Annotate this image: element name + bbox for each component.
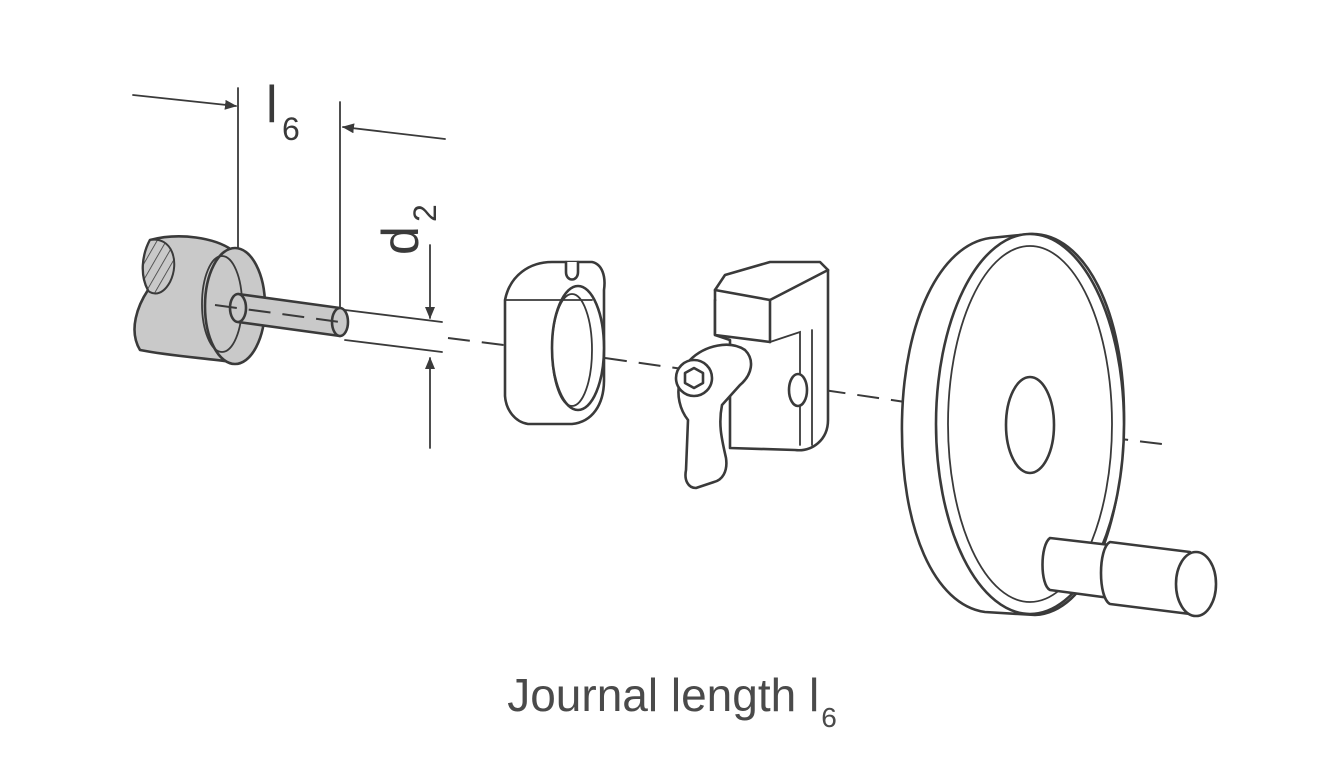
clamp-slot-left	[769, 330, 801, 446]
extension-line-top	[344, 309, 443, 323]
stop-ring-slot	[564, 260, 580, 281]
crank-grip	[1099, 540, 1192, 616]
journal-end	[330, 306, 350, 338]
dimension-journal-diameter: d 2	[344, 204, 443, 449]
handwheel	[900, 232, 1218, 618]
shaft-section-hatch	[142, 238, 176, 295]
crank-grip-end	[1174, 550, 1218, 618]
diameter-subscript: 2	[407, 204, 443, 222]
length-subscript: 6	[282, 111, 300, 147]
shaft	[133, 235, 350, 366]
diameter-symbol: d	[372, 226, 430, 255]
stop-ring	[503, 260, 606, 426]
dimension-journal-length: l 6	[132, 76, 446, 311]
length-symbol: l	[266, 76, 278, 134]
caption: Journal length l6	[0, 668, 1344, 733]
stop-ring-bore-edge	[551, 293, 593, 407]
clamp-lower-front	[713, 298, 772, 344]
clamp-bore	[787, 372, 809, 408]
crank-stem	[1041, 536, 1112, 600]
caption-text: Journal length l	[507, 669, 820, 721]
handwheel-bore	[1004, 375, 1056, 475]
extension-line-bottom	[344, 339, 443, 353]
dim-arrow-left	[132, 94, 237, 110]
caption-subscript: 6	[821, 702, 837, 733]
clamp-with-cam-lever	[674, 260, 830, 490]
handwheel-face-inner	[947, 245, 1113, 603]
dim-arrow-right	[342, 123, 446, 140]
hex-socket-screw-icon	[683, 366, 705, 390]
